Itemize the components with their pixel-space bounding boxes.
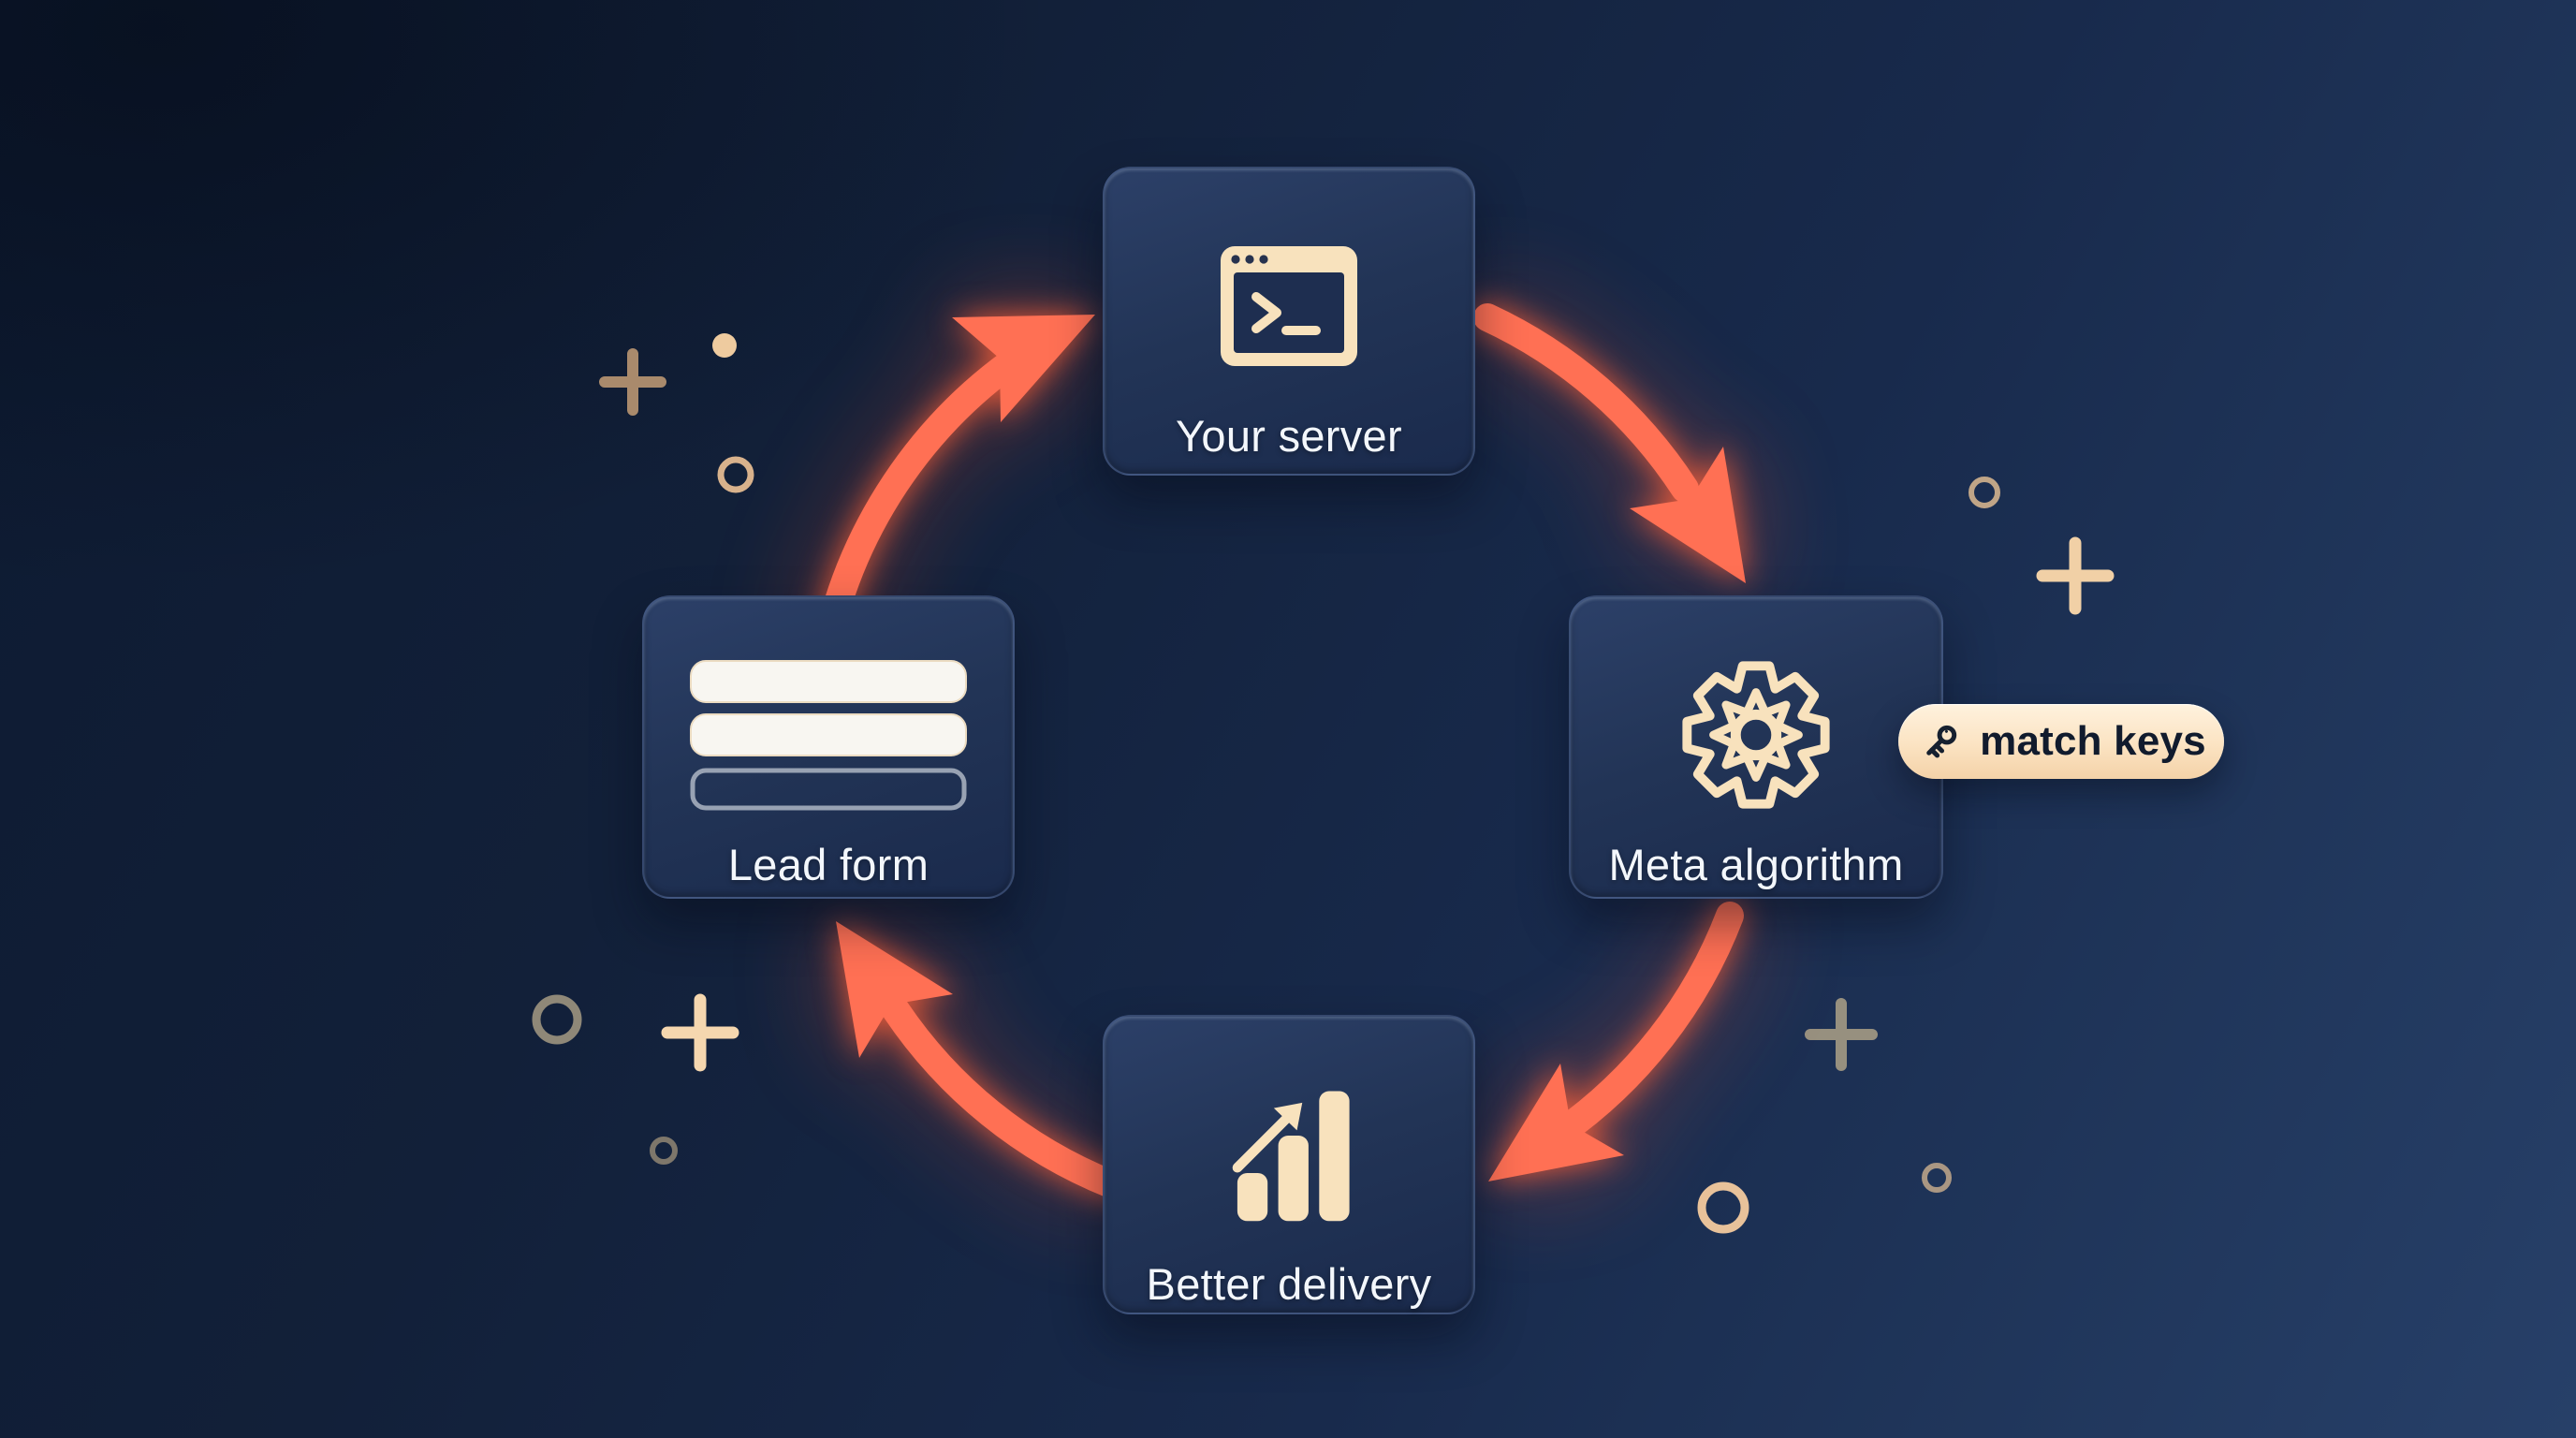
ring-decoration: [532, 994, 582, 1045]
ring-decoration: [1922, 1163, 1952, 1193]
match-keys-label: match keys: [1980, 718, 2206, 764]
ring-decoration: [1969, 477, 2000, 508]
node-label-better-delivery: Better delivery: [1146, 1259, 1432, 1309]
arrow-better-delivery-to-lead-form: [836, 921, 1125, 1198]
form-fields-icon: [688, 633, 969, 837]
ring-decoration: [717, 456, 754, 493]
plus-decoration: [2036, 536, 2115, 615]
node-card-better-delivery: Better delivery: [1103, 1015, 1475, 1314]
terminal-window-icon: [1219, 204, 1359, 408]
node-card-your-server: Your server: [1103, 167, 1475, 476]
node-label-lead-form: Lead form: [727, 840, 929, 889]
dot-decoration: [712, 333, 737, 358]
plus-decoration: [599, 348, 666, 416]
node-card-meta-algorithm: Meta algorithm: [1569, 595, 1943, 899]
plus-decoration: [1805, 998, 1878, 1071]
arrow-your-server-to-meta-algorithm: [1473, 303, 1746, 583]
match-keys-badge: match keys: [1898, 704, 2224, 779]
ring-decoration: [650, 1137, 678, 1165]
node-card-lead-form: Lead form: [642, 595, 1015, 899]
arrow-meta-algorithm-to-better-delivery: [1488, 902, 1744, 1181]
bar-chart-up-icon: [1218, 1052, 1360, 1256]
node-label-your-server: Your server: [1176, 411, 1402, 461]
key-icon: [1916, 717, 1965, 766]
plus-decoration: [661, 993, 739, 1072]
node-label-meta-algorithm: Meta algorithm: [1608, 840, 1904, 889]
ring-decoration: [1697, 1181, 1749, 1234]
gear-icon: [1682, 633, 1830, 837]
